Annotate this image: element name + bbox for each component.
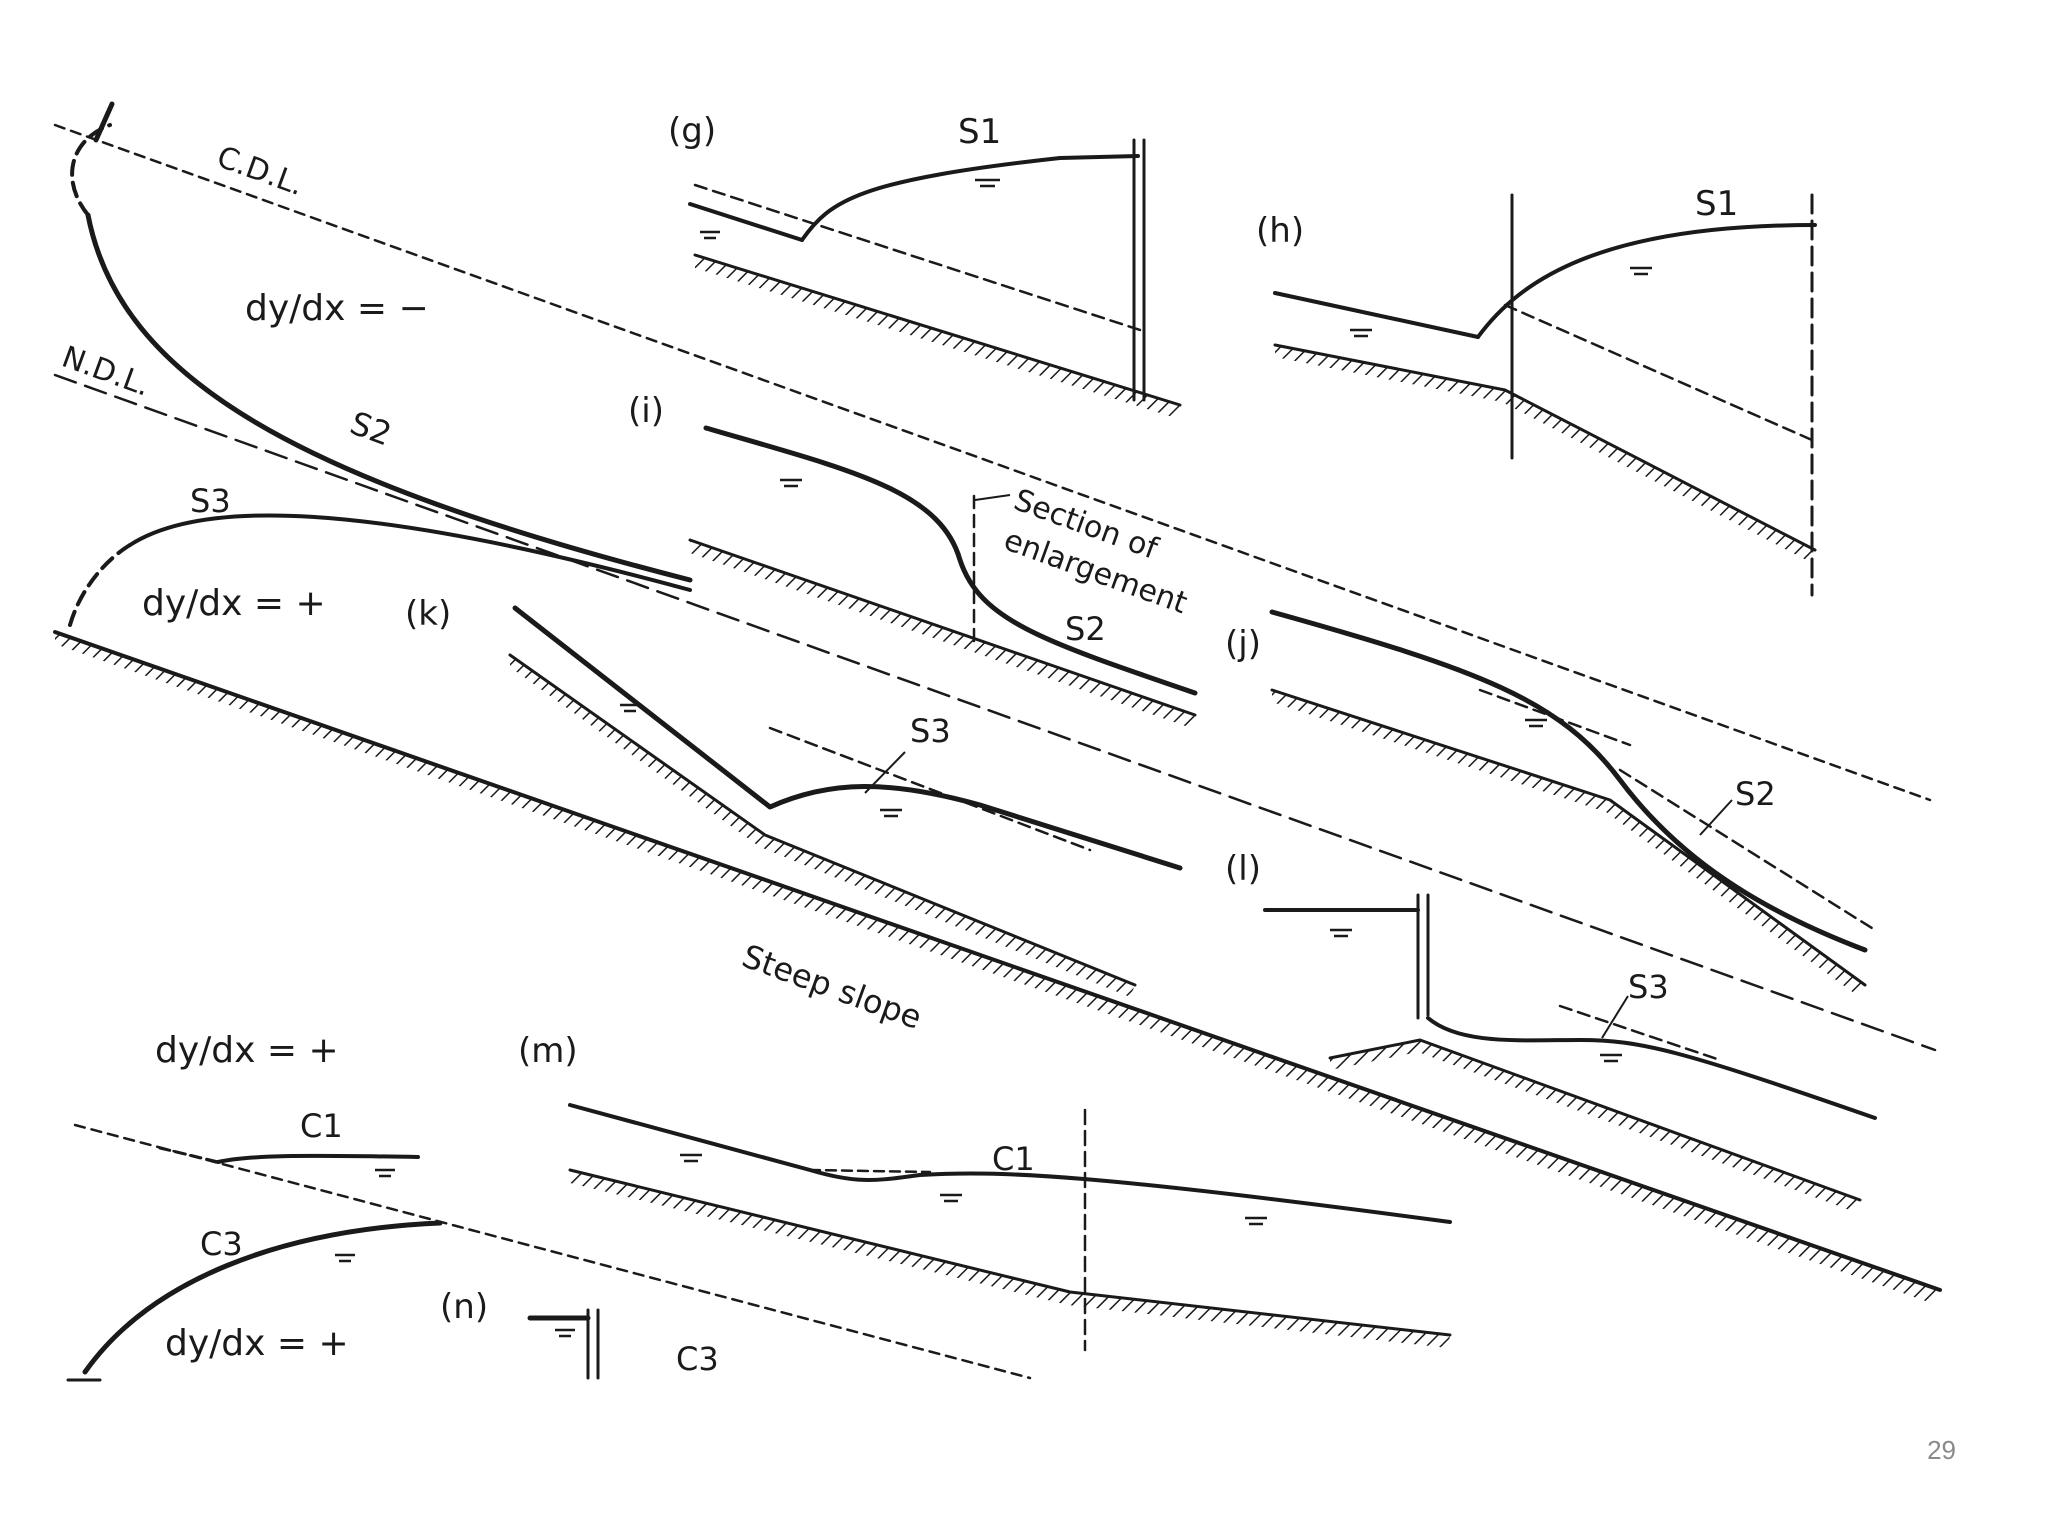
surface-marker-m1: [680, 1153, 702, 1163]
panel-j-upper-dashed: [1478, 688, 1632, 747]
cdl-tick: [93, 101, 115, 143]
label-s3-l: S3: [1628, 968, 1669, 1006]
panel-n-gate: [586, 1308, 600, 1380]
panel-i-bed: [688, 538, 1197, 717]
panel-g-gate: [1132, 138, 1146, 402]
leader-s3-k: [864, 751, 906, 794]
panel-i-bed-hatch: [690, 540, 1195, 728]
c1-curve-left: [216, 1153, 420, 1164]
label-panel-i: (i): [628, 391, 664, 431]
label-c1-m: C1: [992, 1140, 1035, 1178]
surface-marker-m2: [940, 1193, 962, 1203]
surface-marker-j: [1525, 718, 1547, 728]
surface-marker-l2: [1600, 1053, 1622, 1063]
panel-g-upstream-surface: [688, 202, 804, 242]
panel-l-bed: [1328, 1038, 1862, 1202]
panel-m-c1-surface: [568, 1103, 1452, 1224]
label-panel-k: (k): [405, 594, 451, 634]
label-c3-left: C3: [200, 1225, 243, 1263]
label-s3-main: S3: [190, 482, 231, 520]
label-s2-i: S2: [1065, 610, 1106, 648]
panel-i-s2-curve: [703, 425, 1198, 696]
page-number: 29: [1927, 1435, 1956, 1465]
panel-g-s1-curve: [800, 154, 1140, 242]
panel-h-bed: [1273, 343, 1817, 552]
label-steep-slope: Steep slope: [737, 937, 927, 1037]
label-dydx-positive-2: dy/dx = +: [155, 1030, 339, 1071]
panel-g-bed: [693, 253, 1182, 407]
panel-l-s3-curve: [1426, 1016, 1877, 1120]
critical-cdl-line: [73, 1123, 1032, 1380]
panel-g-bed-hatch: [695, 255, 1180, 418]
label-panel-j: (j): [1225, 624, 1261, 664]
panel-k-bed: [508, 653, 1137, 987]
label-cdl: C.D.L.: [212, 140, 308, 203]
panel-j-bed: [1270, 688, 1867, 987]
surface-marker-k1: [620, 703, 640, 713]
panel-h-upstream-surface: [1273, 291, 1480, 339]
s3-curve-main-extension: [68, 543, 132, 627]
label-dydx-negative: dy/dx = −: [245, 288, 429, 329]
label-panel-n: (n): [440, 1287, 488, 1327]
main-channel-bed: [53, 630, 1942, 1292]
main-channel-bed-hatch: [55, 632, 1940, 1304]
panel-l-normal-dashed: [1558, 1004, 1722, 1062]
surface-marker-c3: [335, 1253, 355, 1263]
panel-h-s1-curve: [1476, 223, 1817, 339]
ndl-line: [53, 373, 1937, 1052]
leader-section-enlargement: [974, 494, 1011, 501]
surface-marker-g1: [700, 230, 720, 240]
water-surface-markers: [335, 178, 1652, 1338]
panel-l-gate: [1416, 893, 1430, 1020]
label-panel-h: (h): [1256, 211, 1304, 251]
label-panel-l: (l): [1225, 849, 1261, 889]
surface-marker-l1: [1330, 928, 1352, 938]
label-panel-m: (m): [518, 1031, 578, 1071]
leader-s3-l: [1601, 995, 1629, 1039]
c1-curve-left-extension: [158, 1146, 220, 1164]
label-s2-j: S2: [1735, 775, 1776, 813]
label-c3-n: C3: [676, 1340, 719, 1378]
panel-k-bed-hatch: [510, 655, 1135, 997]
panel-j-steep-dashed: [1618, 768, 1877, 932]
panel-m-bed: [568, 1168, 1452, 1337]
surface-marker-i: [780, 478, 802, 488]
surface-marker-m3: [1245, 1216, 1267, 1226]
c3-curve-left: [82, 1220, 443, 1375]
surface-marker-k2: [880, 808, 902, 818]
surface-marker-g2: [975, 178, 1000, 188]
label-c1-left: C1: [300, 1107, 343, 1145]
panel-m-dashed: [808, 1168, 932, 1174]
surface-marker-h1: [1350, 328, 1372, 338]
label-panel-g: (g): [668, 111, 716, 151]
label-s2-main: S2: [345, 404, 396, 454]
panel-h-bed-hatch: [1275, 345, 1815, 562]
s3-curve-main: [128, 513, 692, 592]
panel-j-s2-curve: [1269, 609, 1868, 953]
surface-marker-c1: [375, 1168, 395, 1178]
leader-s2-j: [1699, 799, 1733, 836]
panel-k-normal-dashed: [768, 726, 1092, 852]
panel-g-normal-line: [693, 183, 1142, 332]
label-dydx-positive-main: dy/dx = +: [142, 583, 326, 624]
panel-m-bed-hatch: [570, 1170, 1450, 1348]
label-dydx-positive-3: dy/dx = +: [165, 1323, 349, 1364]
s2-curve-main: [85, 212, 693, 583]
label-s3-k: S3: [910, 712, 951, 750]
surface-marker-n: [555, 1328, 575, 1338]
panel-j-bed-hatch: [1272, 690, 1865, 996]
panel-h-dashed-line: [1503, 303, 1814, 442]
surface-marker-h2: [1630, 266, 1652, 276]
label-s1-g: S1: [958, 112, 1001, 152]
panel-l-bed-hatch: [1330, 1040, 1860, 1212]
label-s1-h: S1: [1695, 184, 1738, 224]
cdl-line: [53, 123, 1932, 802]
